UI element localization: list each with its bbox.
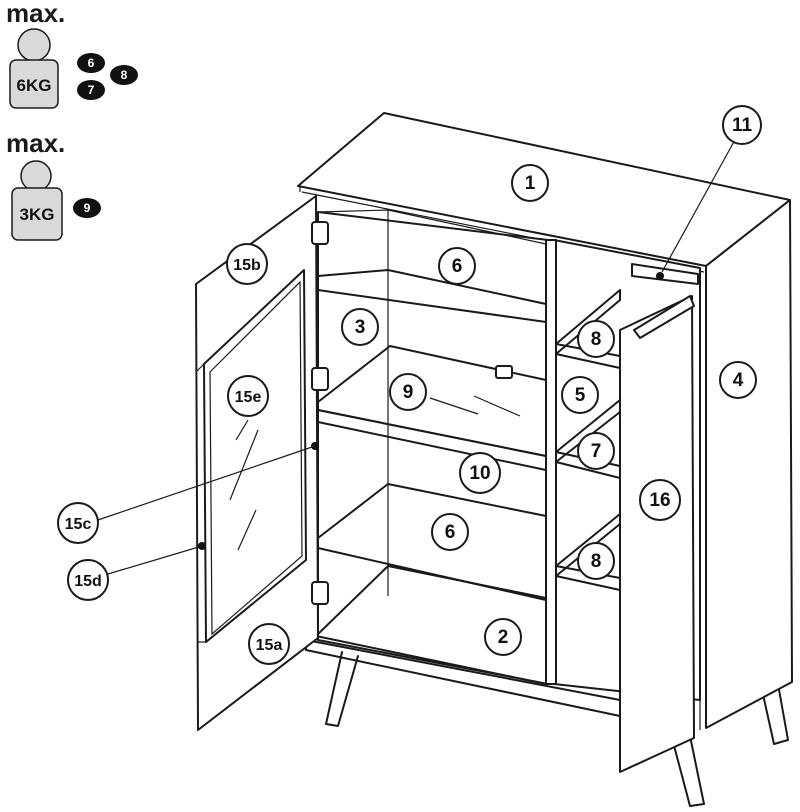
callout-part-15b: 15b: [226, 243, 268, 285]
callout-part-15c: 15c: [57, 502, 99, 544]
callout-part-16: 16: [639, 479, 681, 521]
callout-part-8-lower: 8: [577, 542, 615, 580]
callout-label: 16: [649, 490, 670, 511]
cabinet-legs: [325, 651, 789, 807]
callout-label: 4: [733, 370, 744, 391]
callout-label: 11: [732, 115, 753, 136]
callout-part-15a: 15a: [248, 623, 290, 665]
callout-label: 7: [591, 441, 602, 462]
max-label: max.: [6, 0, 65, 28]
callout-label: 15c: [65, 516, 92, 533]
left-door: [195, 195, 319, 731]
callout-part-9: 9: [389, 373, 427, 411]
callout-part-15e: 15e: [227, 375, 269, 417]
weight-label: 3KG: [20, 205, 55, 224]
callout-part-7: 7: [577, 432, 615, 470]
callout-part-6-lower: 6: [431, 513, 469, 551]
callout-label: 15b: [233, 257, 261, 274]
right-door: [619, 295, 695, 773]
hinge-bottom: [311, 581, 329, 605]
callout-label: 15d: [74, 573, 102, 590]
callout-leader-15d: [107, 545, 203, 575]
callout-part-8-upper: 8: [577, 320, 615, 358]
svg-text:6: 6: [88, 56, 95, 70]
badge-8: 8: [110, 65, 138, 85]
callout-part-1: 1: [511, 164, 549, 202]
weight-icon: [11, 160, 63, 241]
callout-label: 15a: [256, 637, 283, 654]
callout-part-2: 2: [484, 618, 522, 656]
callout-label: 3: [355, 317, 366, 338]
hinge-middle: [311, 367, 329, 391]
callout-part-15d: 15d: [67, 559, 109, 601]
callout-part-11: 11: [722, 105, 762, 145]
badge-9: 9: [73, 198, 101, 218]
load-limit-3kg: max. 3KG 9: [6, 128, 101, 241]
callout-part-3: 3: [341, 308, 379, 346]
glass-shelf: [317, 345, 547, 457]
callout-leader-15c: [97, 445, 316, 521]
svg-text:8: 8: [121, 68, 128, 82]
callout-part-6-upper: 6: [438, 247, 476, 285]
callout-label: 10: [469, 463, 490, 484]
callout-label: 9: [403, 382, 414, 403]
svg-text:9: 9: [84, 201, 91, 215]
svg-text:7: 7: [88, 83, 95, 97]
callout-label: 5: [575, 385, 586, 406]
callout-label: 8: [591, 329, 602, 350]
hinge-top: [311, 221, 329, 245]
callout-label: 6: [445, 522, 456, 543]
right-side-panel: [705, 199, 793, 729]
callout-leader-11: [661, 137, 737, 273]
callout-part-10: 10: [459, 452, 501, 494]
badge-6: 6: [77, 53, 105, 73]
bottom-panel: [315, 565, 547, 685]
weight-label: 6KG: [17, 76, 52, 95]
badge-7: 7: [77, 80, 105, 100]
callout-label: 2: [498, 627, 509, 648]
callout-part-5: 5: [561, 376, 599, 414]
callout-label: 6: [452, 256, 463, 277]
callout-label: 8: [591, 551, 602, 572]
callout-label: 1: [525, 173, 536, 194]
max-label: max.: [6, 128, 65, 158]
back-panel: [317, 211, 549, 685]
weight-icon: [9, 28, 59, 109]
callout-label: 15e: [235, 389, 262, 406]
callout-part-4: 4: [719, 361, 757, 399]
middle-divider: [545, 239, 557, 685]
hanging-rail: [631, 263, 699, 285]
upper-shelf: [317, 269, 547, 323]
load-limit-6kg: max. 6KG 6 8 7: [6, 0, 138, 109]
